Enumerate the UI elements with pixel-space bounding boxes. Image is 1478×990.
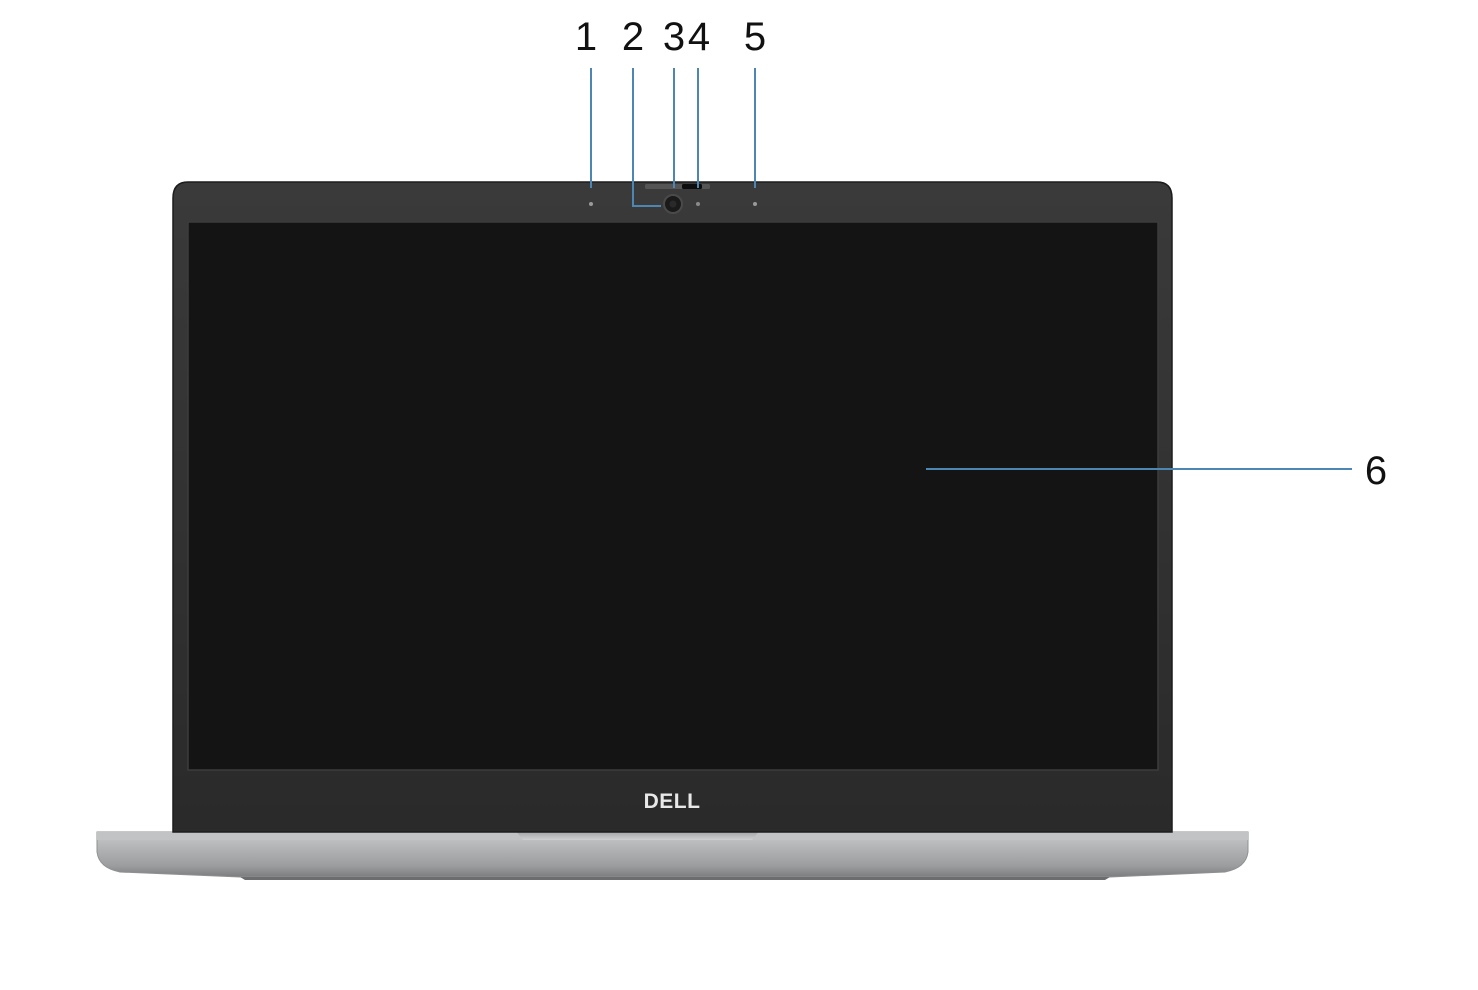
brand-logo: DELL bbox=[644, 790, 701, 813]
callout-5: 5 bbox=[744, 15, 766, 59]
callout-4: 4 bbox=[688, 15, 710, 59]
callout-2: 2 bbox=[622, 15, 644, 59]
leader-line-2 bbox=[632, 68, 661, 207]
display-screen bbox=[187, 221, 1159, 771]
callout-6: 6 bbox=[1365, 449, 1387, 493]
leader-lines bbox=[590, 68, 1352, 470]
microphone-right bbox=[753, 202, 757, 206]
microphone-left bbox=[589, 202, 593, 206]
camera-status-light bbox=[696, 202, 700, 206]
callout-1: 1 bbox=[575, 15, 597, 59]
display-lid: DELL bbox=[172, 181, 1173, 833]
laptop-base bbox=[96, 830, 1249, 880]
callout-numbers: 1 2 3 4 5 6 bbox=[575, 15, 1387, 493]
callout-3: 3 bbox=[663, 15, 685, 59]
